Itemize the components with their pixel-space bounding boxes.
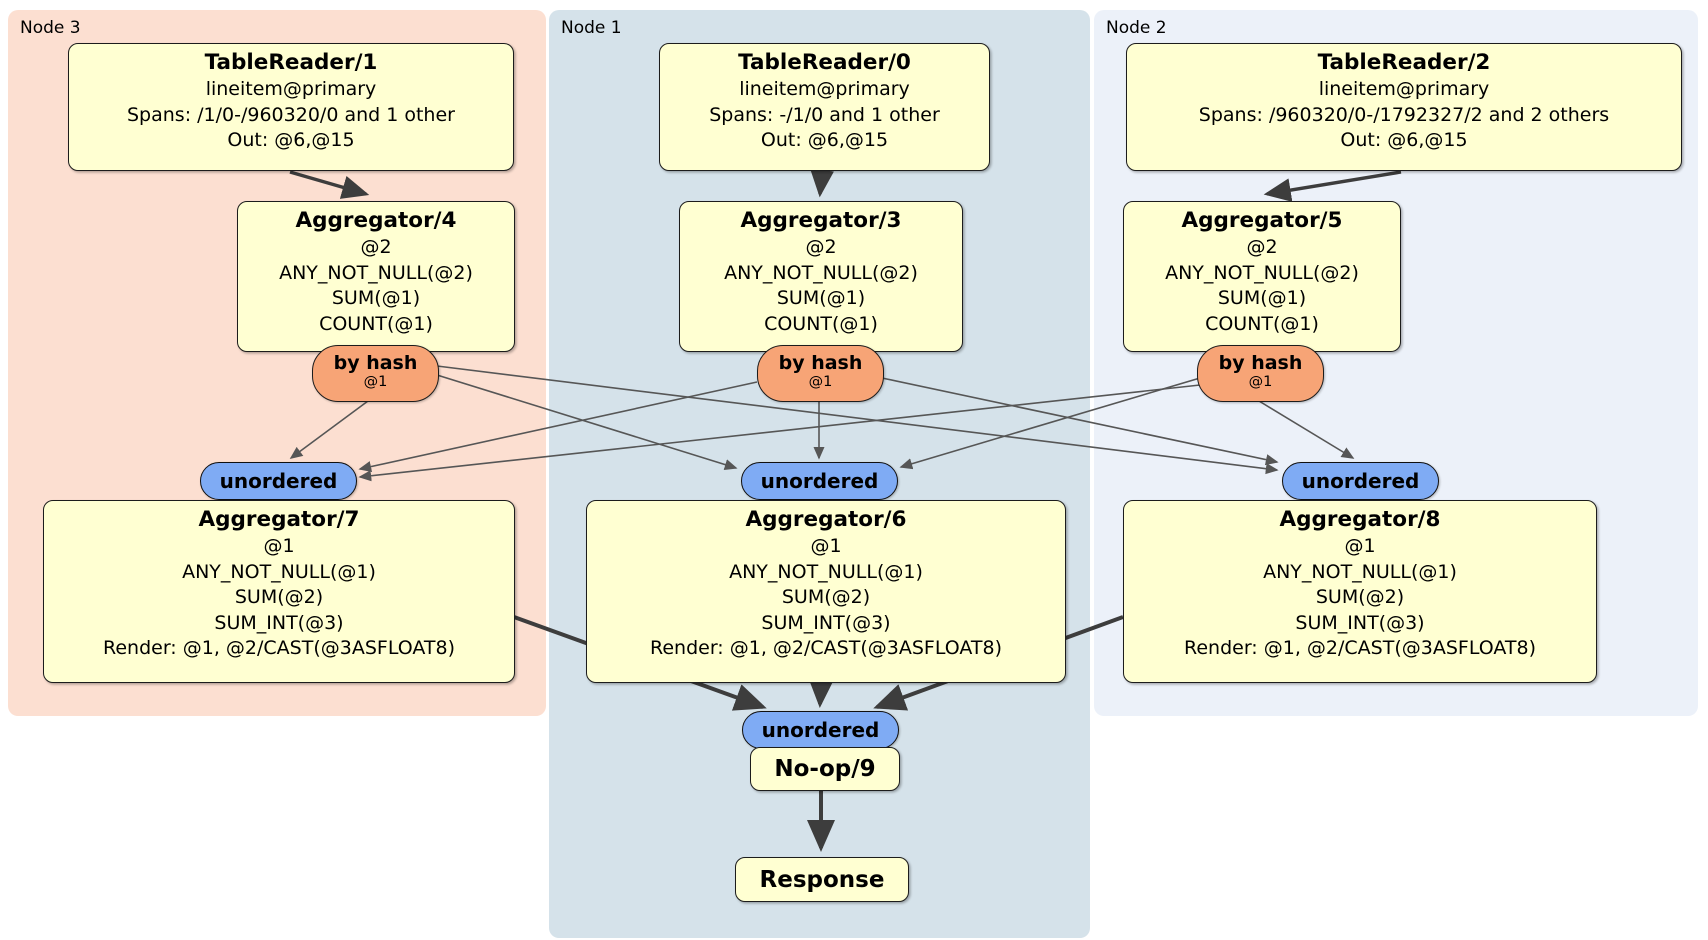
panel-node-1-label: Node 1 <box>561 18 622 38</box>
processor-aggregator-7: Aggregator/7 @1 ANY_NOT_NULL(@1) SUM(@2)… <box>43 500 515 683</box>
processor-row: ANY_NOT_NULL(@2) <box>1165 261 1359 284</box>
router-detail: @1 <box>363 374 388 390</box>
router-detail: @1 <box>808 374 833 390</box>
processor-row: Spans: /1/0-/960320/0 and 1 other <box>127 103 455 126</box>
router-label: by hash <box>1218 352 1303 374</box>
processor-row: lineitem@primary <box>205 78 377 100</box>
router-by-hash-4: by hash @1 <box>312 345 439 402</box>
router-by-hash-5: by hash @1 <box>1197 345 1324 402</box>
processor-title: Aggregator/8 <box>1279 507 1441 532</box>
processor-row: @1 <box>810 535 842 557</box>
edge-agg6-unfinal <box>807 675 836 708</box>
processor-row: ANY_NOT_NULL(@2) <box>279 261 473 284</box>
processor-row: ANY_NOT_NULL(@1) <box>729 560 923 583</box>
edge-byhash4-un6 <box>436 374 738 471</box>
processor-row: Spans: /960320/0-/1792327/2 and 2 others <box>1198 103 1610 126</box>
processor-row: lineitem@primary <box>1318 78 1490 100</box>
processor-row: ANY_NOT_NULL(@1) <box>1263 560 1457 583</box>
router-label: by hash <box>778 352 863 374</box>
edge-byhash4-un8 <box>436 365 1279 475</box>
sync-unordered-8: unordered <box>1282 462 1439 500</box>
processor-row: Out: @6,@15 <box>1340 129 1468 151</box>
processor-row: ANY_NOT_NULL(@1) <box>182 560 376 583</box>
processor-aggregator-3: Aggregator/3 @2 ANY_NOT_NULL(@2) SUM(@1)… <box>679 201 963 352</box>
processor-row: SUM(@1) <box>776 287 866 309</box>
processor-title: Aggregator/5 <box>1181 208 1343 233</box>
processor-row: @1 <box>1344 535 1376 557</box>
processor-row: Out: @6,@15 <box>760 129 889 151</box>
sync-unordered-6: unordered <box>741 462 898 500</box>
edge-byhash5-un6 <box>899 377 1201 470</box>
processor-title: TableReader/1 <box>204 50 378 75</box>
processor-row: Render: @1, @2/CAST(@3ASFLOAT8) <box>103 637 455 659</box>
edge-tr0-agg3 <box>810 169 835 198</box>
processor-row: SUM_INT(@3) <box>214 611 344 634</box>
sync-label: unordered <box>761 718 880 742</box>
processor-tablereader-1: TableReader/1 lineitem@primary Spans: /1… <box>68 43 514 171</box>
processor-row: SUM(@2) <box>234 586 324 608</box>
processor-title: TableReader/2 <box>1317 50 1491 75</box>
router-detail: @1 <box>1248 374 1273 390</box>
panel-node-2-label: Node 2 <box>1106 18 1167 38</box>
sync-label: unordered <box>219 469 338 493</box>
processor-title: No-op/9 <box>774 756 876 782</box>
processor-row: Spans: -/1/0 and 1 other <box>709 103 940 126</box>
processor-row: SUM_INT(@3) <box>761 611 891 634</box>
sync-label: unordered <box>1301 469 1420 493</box>
edge-byhash3-un8 <box>881 377 1279 466</box>
sync-unordered-final: unordered <box>742 711 899 749</box>
processor-row: ANY_NOT_NULL(@2) <box>724 261 918 284</box>
processor-row: SUM(@2) <box>1315 586 1405 608</box>
processor-aggregator-5: Aggregator/5 @2 ANY_NOT_NULL(@2) SUM(@1)… <box>1123 201 1401 352</box>
processor-aggregator-8: Aggregator/8 @1 ANY_NOT_NULL(@1) SUM(@2)… <box>1123 500 1597 683</box>
processor-title: Response <box>759 866 885 893</box>
panel-node-3-label: Node 3 <box>20 18 81 38</box>
processor-row: Render: @1, @2/CAST(@3ASFLOAT8) <box>1184 637 1536 659</box>
processor-title: Aggregator/4 <box>295 208 457 233</box>
sync-unordered-7: unordered <box>200 462 357 500</box>
processor-title: Aggregator/6 <box>745 507 907 532</box>
processor-response: Response <box>735 857 909 902</box>
processor-row: SUM(@1) <box>331 287 421 309</box>
router-label: by hash <box>333 352 418 374</box>
edge-byhash5-un8 <box>1258 400 1355 459</box>
processor-row: Out: @6,@15 <box>227 129 355 151</box>
sync-label: unordered <box>760 469 879 493</box>
processor-aggregator-4: Aggregator/4 @2 ANY_NOT_NULL(@2) SUM(@1)… <box>237 201 515 352</box>
edge-tr1-agg4 <box>289 170 370 199</box>
processor-title: Aggregator/3 <box>740 208 902 233</box>
processor-noop-9: No-op/9 <box>750 747 900 791</box>
processor-row: SUM(@2) <box>781 586 871 608</box>
processor-aggregator-6: Aggregator/6 @1 ANY_NOT_NULL(@1) SUM(@2)… <box>586 500 1066 683</box>
processor-row: lineitem@primary <box>739 78 910 100</box>
processor-row: @2 <box>1246 236 1278 258</box>
processor-row: Render: @1, @2/CAST(@3ASFLOAT8) <box>650 637 1002 659</box>
edge-byhash4-un7 <box>289 400 369 459</box>
processor-row: COUNT(@1) <box>764 312 878 335</box>
processor-row: @2 <box>360 236 392 258</box>
processor-title: TableReader/0 <box>738 50 911 75</box>
processor-tablereader-2: TableReader/2 lineitem@primary Spans: /9… <box>1126 43 1682 171</box>
processor-row: @1 <box>263 535 295 557</box>
edge-tr2-agg5 <box>1263 170 1402 202</box>
processor-row: SUM_INT(@3) <box>1295 611 1425 634</box>
processor-row: COUNT(@1) <box>1205 312 1319 335</box>
processor-title: Aggregator/7 <box>198 507 360 532</box>
processor-tablereader-0: TableReader/0 lineitem@primary Spans: -/… <box>659 43 990 171</box>
edge-byhash3-un7 <box>358 381 758 473</box>
processor-row: SUM(@1) <box>1217 287 1307 309</box>
processor-row: COUNT(@1) <box>319 312 433 335</box>
processor-row: @2 <box>805 236 837 258</box>
edge-byhash5-un7 <box>358 384 1201 482</box>
router-by-hash-3: by hash @1 <box>757 345 884 402</box>
